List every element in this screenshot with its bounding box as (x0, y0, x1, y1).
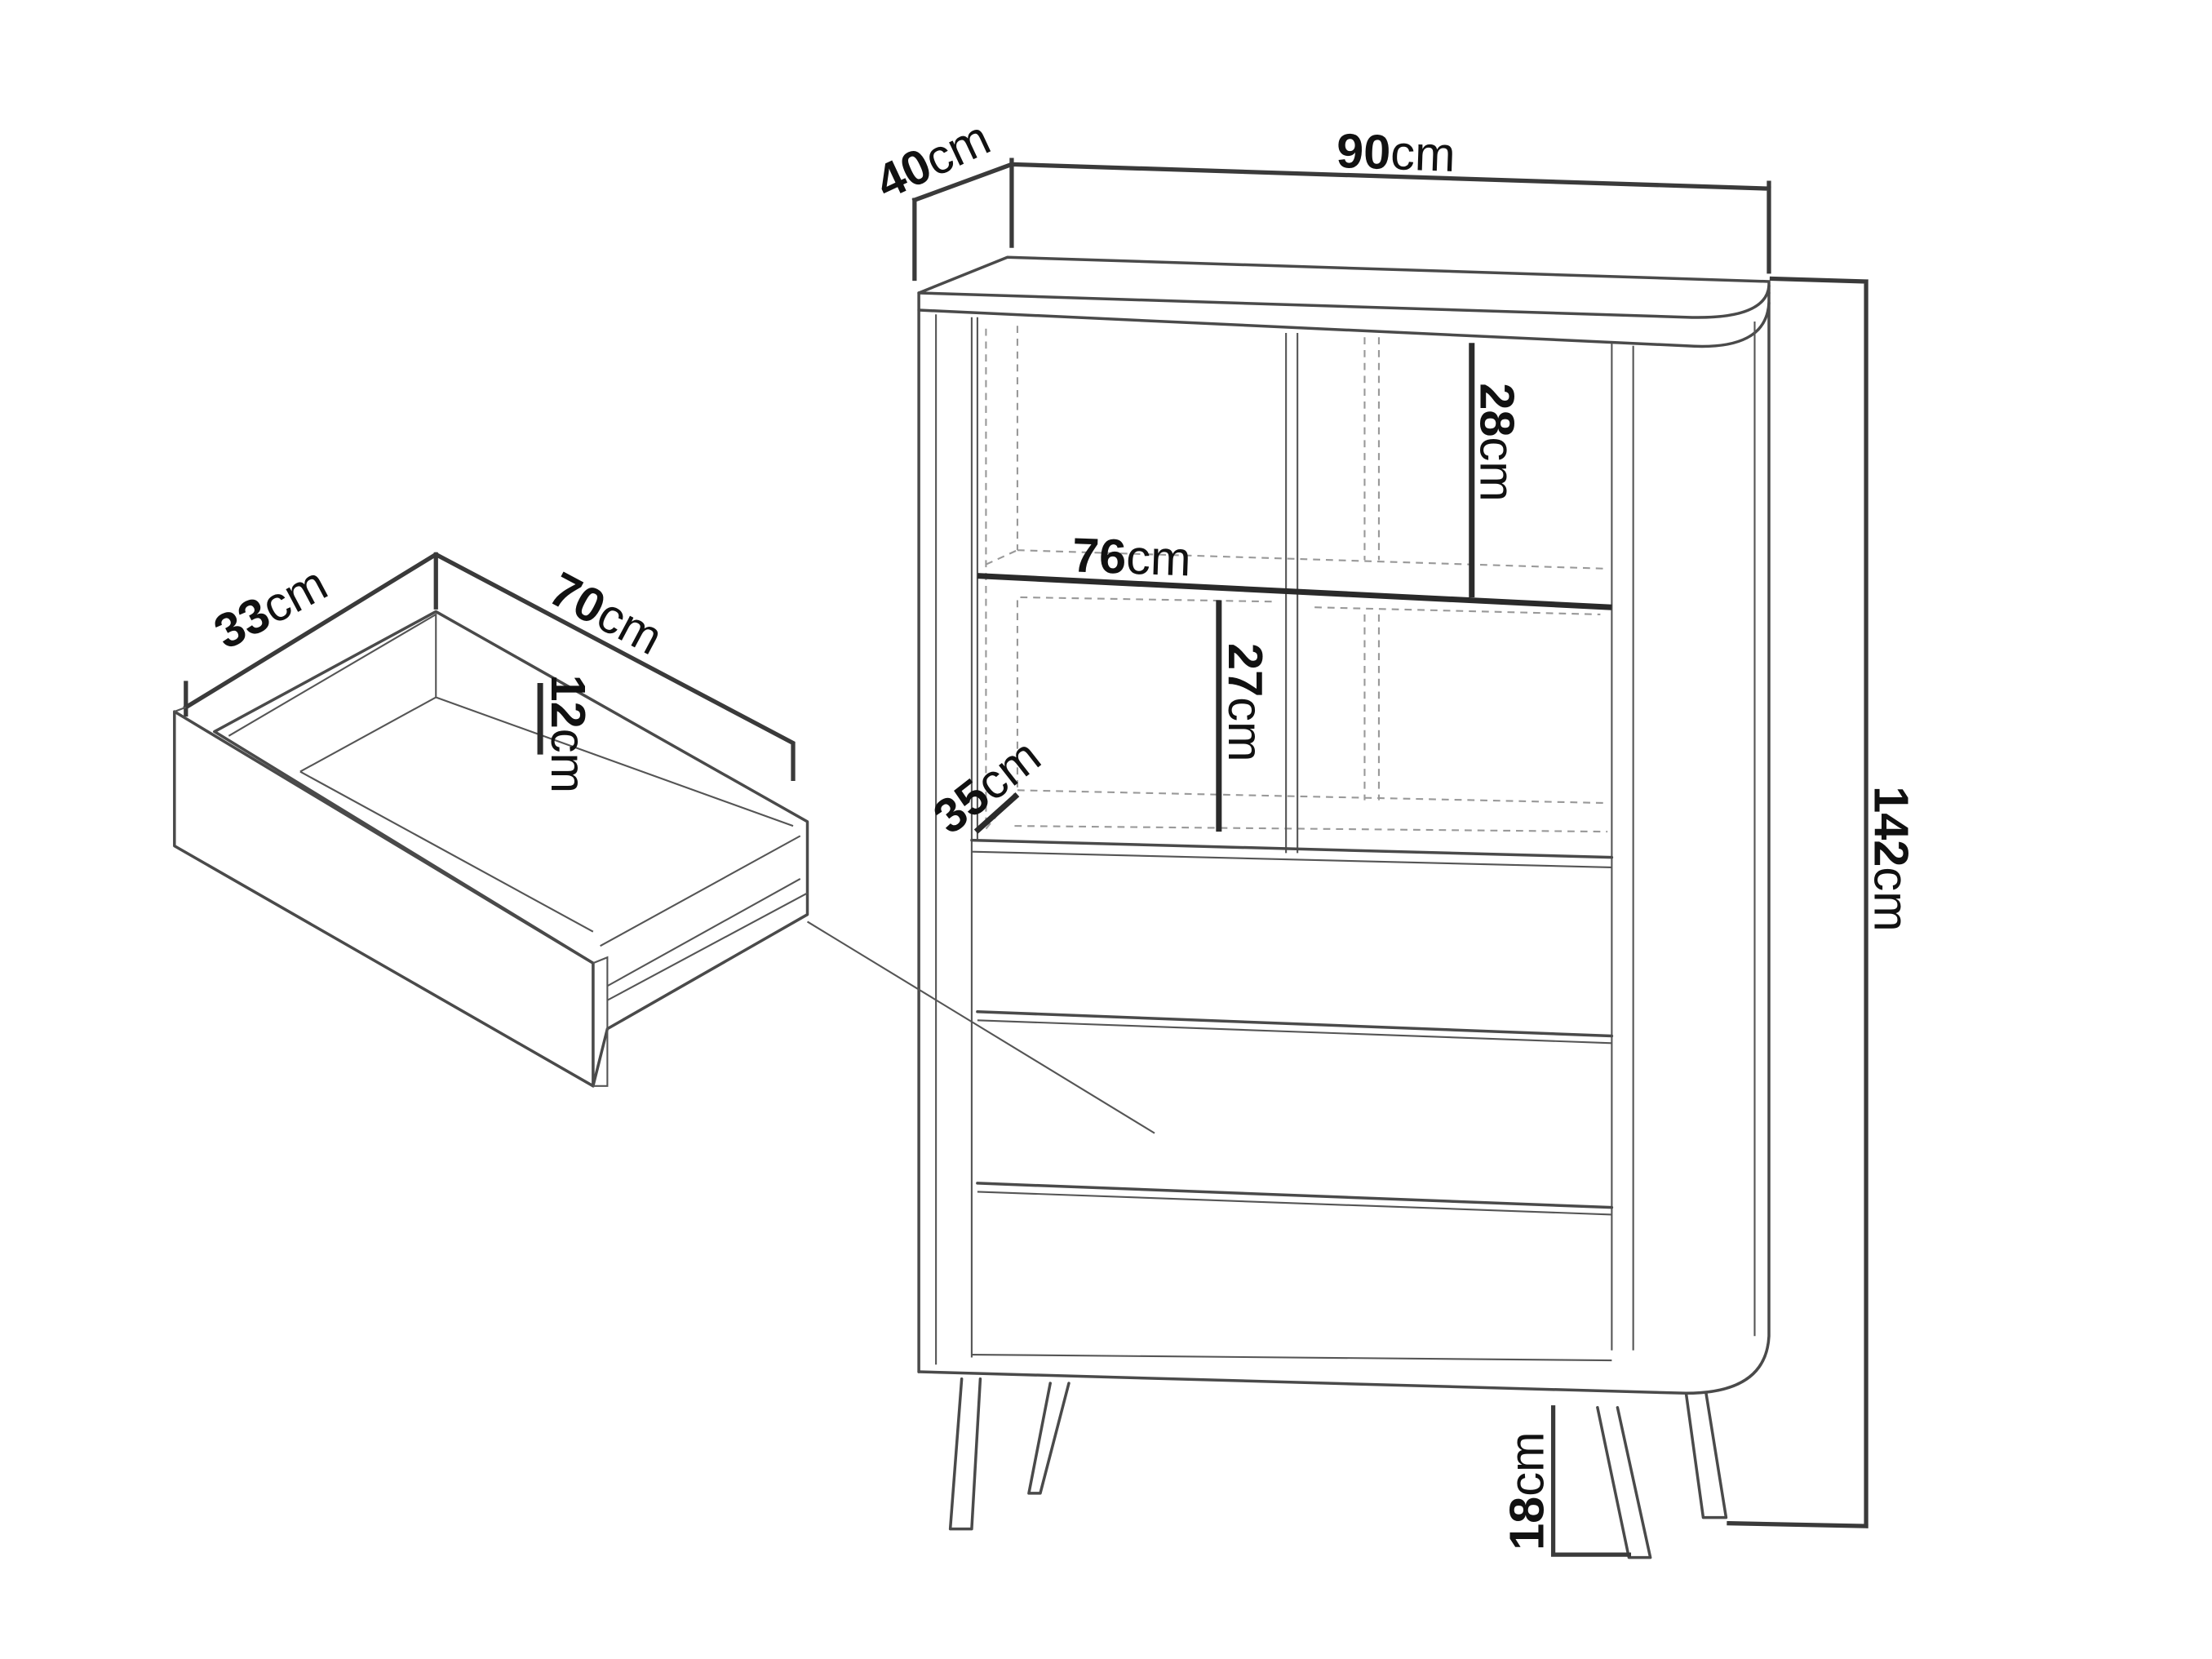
cabinet (917, 255, 1771, 1559)
inner-width-label: 76cm (1071, 527, 1192, 586)
drawer-depth-label: 33cm (205, 556, 335, 659)
drawer-height-label: 12cm (541, 675, 596, 794)
width-label: 90cm (1336, 123, 1456, 182)
dimension-lines (911, 157, 1868, 1557)
lower-shelf-height-label: 27cm (1218, 643, 1273, 762)
leg-height-label: 18cm (1499, 1431, 1554, 1550)
drawer-width-label: 70cm (541, 561, 672, 665)
upper-shelf-height-label: 28cm (1469, 383, 1524, 502)
drawer-illustration (173, 552, 1155, 1134)
height-label: 142cm (1864, 786, 1919, 932)
